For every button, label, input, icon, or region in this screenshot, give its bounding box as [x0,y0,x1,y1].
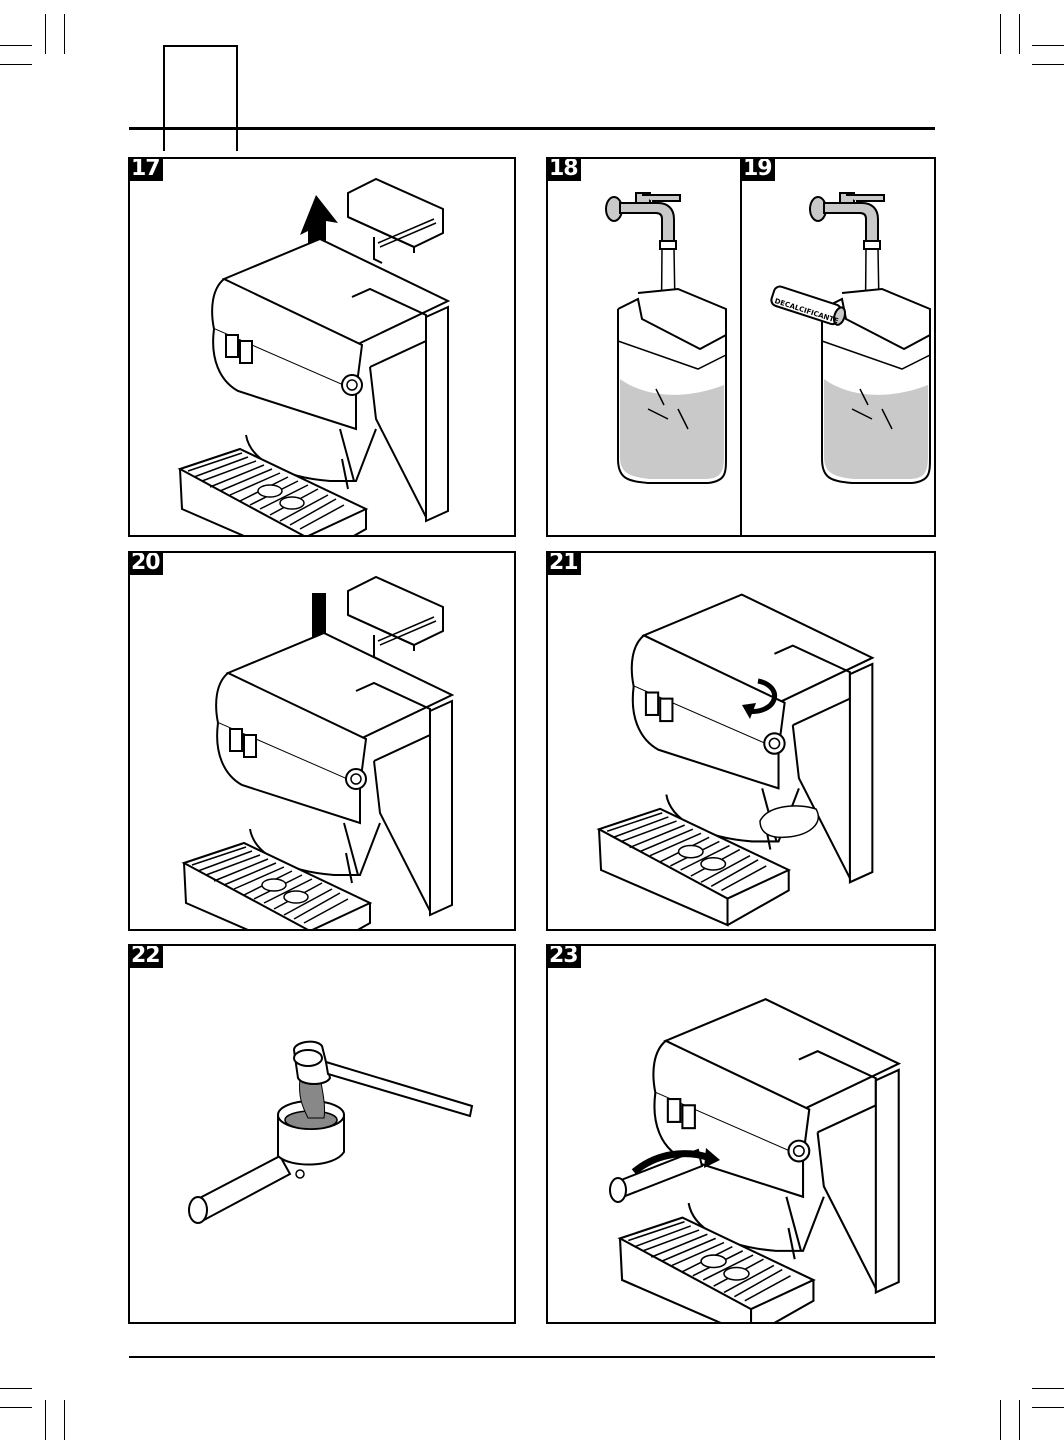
figure-20-panel: 20 [128,551,516,931]
illustration-turn-knob-steam [548,553,936,931]
illustration-fill-filter-holder [130,946,516,1324]
crop-mark [0,1407,32,1408]
crop-mark [1019,14,1020,54]
figure-number: 19 [740,157,775,181]
figure-number: 23 [546,944,581,968]
figure-number: 17 [128,157,163,181]
figure-17-panel: 17 [128,157,516,537]
crop-mark [1032,1388,1064,1389]
illustration-insert-water-tank [130,553,516,931]
crop-mark [64,14,65,54]
figure-21-panel: 21 [546,551,936,931]
figure-number: 20 [128,551,163,575]
figure-number: 21 [546,551,581,575]
header-rule [129,127,935,130]
crop-mark [0,64,32,65]
figure-23-panel: 23 [546,944,936,1324]
crop-mark [1000,14,1001,54]
illustration-attach-filter-holder [548,946,936,1324]
page-tab [163,45,238,151]
figure-number: 18 [546,157,581,181]
figure-22-panel: 22 [128,944,516,1324]
crop-mark [45,14,46,54]
crop-mark [1000,1400,1001,1440]
crop-mark [1019,1400,1020,1440]
illustration-remove-water-tank [130,159,516,537]
crop-mark [0,45,32,46]
crop-mark [0,1388,32,1389]
footer-rule [129,1356,935,1358]
illustration-fill-water-tank [548,159,936,537]
figure-18-19-panel: 18 19 DECALCIFICANTE [546,157,936,537]
crop-mark [1032,45,1064,46]
figure-number: 22 [128,944,163,968]
crop-mark [45,1400,46,1440]
crop-mark [1032,1407,1064,1408]
crop-mark [1032,64,1064,65]
crop-mark [64,1400,65,1440]
